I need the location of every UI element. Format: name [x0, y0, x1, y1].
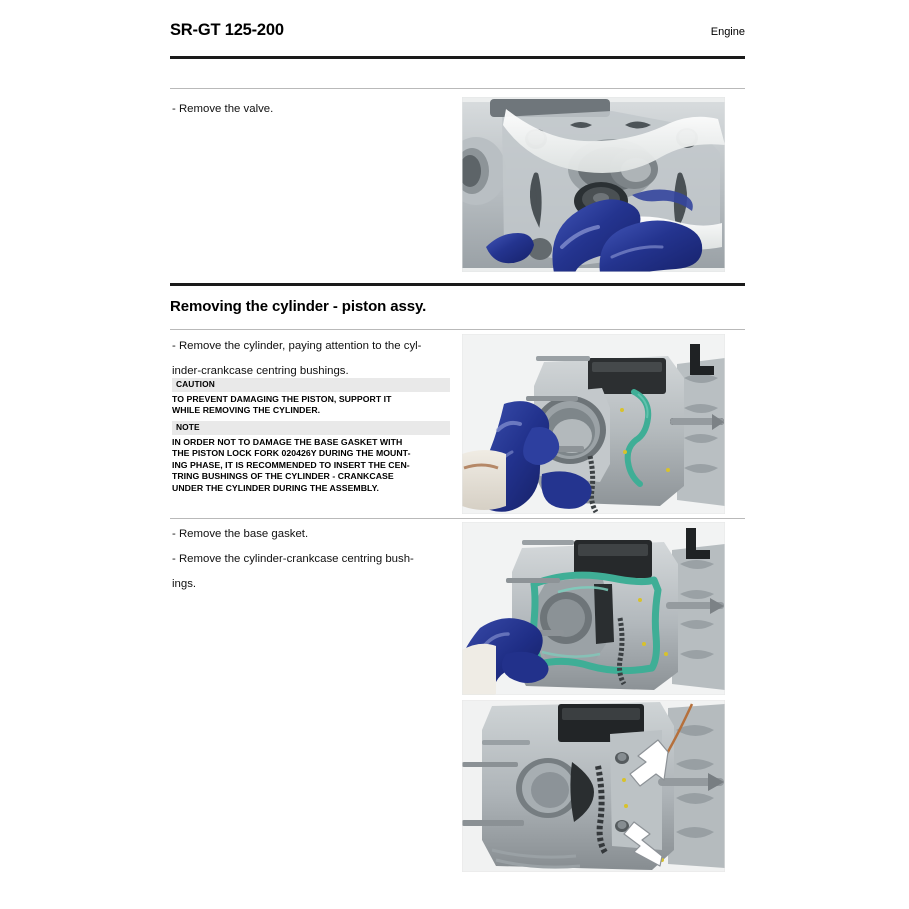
section-heading: Removing the cylinder - piston assy.	[170, 298, 427, 315]
header-divider	[170, 56, 745, 59]
row3-top-divider	[170, 518, 745, 519]
base-gasket-removal-illustration	[462, 522, 725, 695]
note-header-bar: NOTE	[172, 421, 450, 435]
section-top-divider	[170, 283, 745, 286]
callout-arrow-upper	[629, 739, 669, 787]
caution-label: CAUTION	[176, 379, 215, 389]
row1-top-divider	[170, 88, 745, 89]
page-header: SR-GT 125-200 Engine	[170, 20, 745, 50]
valve-removal-illustration	[462, 97, 725, 272]
cylinder-removal-illustration	[462, 334, 725, 514]
photo-base-gasket-removal	[462, 522, 725, 695]
note-body: IN ORDER NOT TO DAMAGE THE BASE GASKET W…	[172, 437, 411, 493]
caution-body: TO PREVENT DAMAGING THE PISTON, SUPPORT …	[172, 394, 392, 416]
photo-valve-removal	[462, 97, 725, 272]
photo-cylinder-removal	[462, 334, 725, 514]
section-label: Engine	[710, 26, 745, 38]
note-label: NOTE	[176, 422, 200, 432]
photo-centring-bushings	[462, 700, 725, 872]
step-remove-base-gasket: - Remove the base gasket. - Remove the c…	[172, 528, 414, 590]
centring-bushings-illustration	[462, 700, 725, 872]
page-title: SR-GT 125-200	[170, 21, 284, 39]
caution-header-bar: CAUTION	[172, 378, 450, 392]
step-remove-cylinder: - Remove the cylinder, paying attention …	[172, 340, 422, 377]
section-bottom-divider	[170, 329, 745, 330]
callout-arrow-lower	[623, 821, 663, 867]
step-remove-valve: - Remove the valve.	[172, 103, 274, 115]
